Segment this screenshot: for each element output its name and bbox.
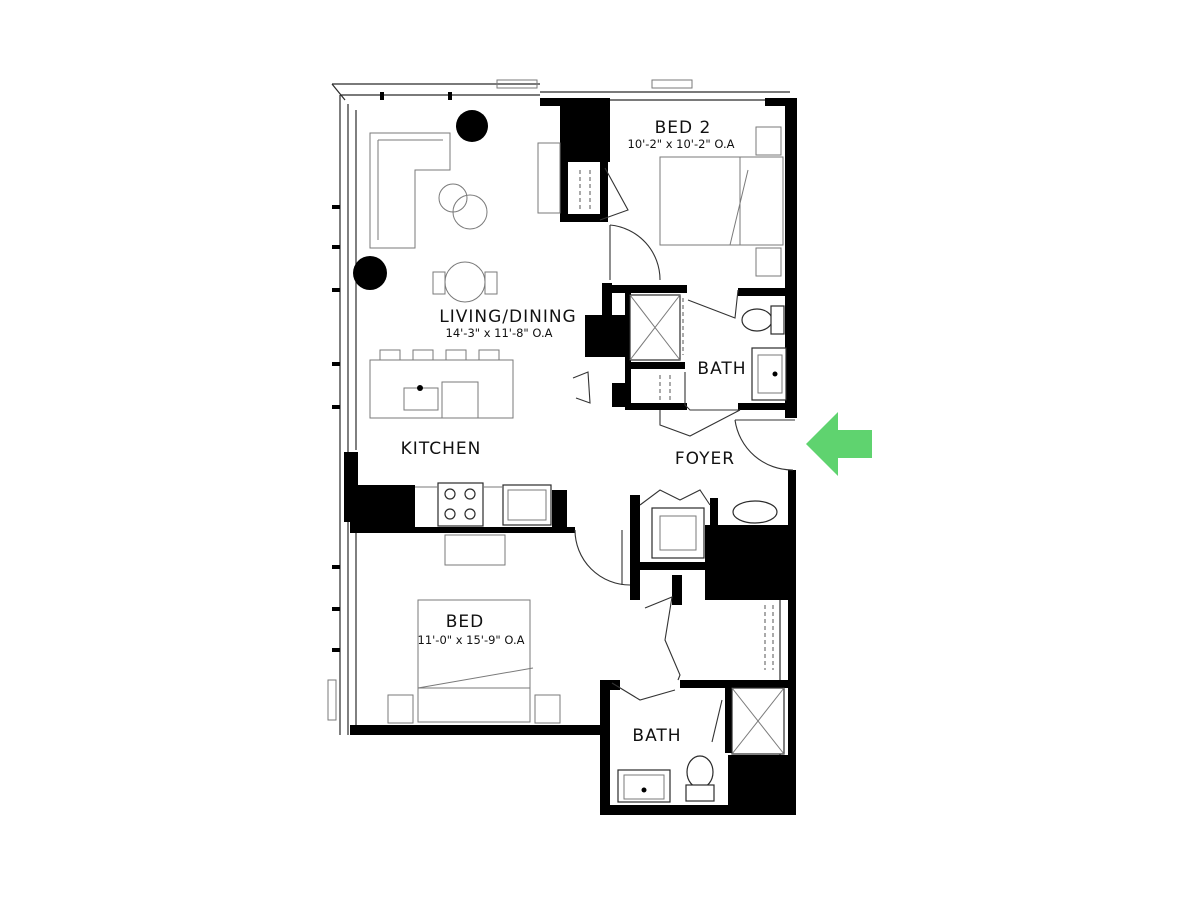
living-name: LIVING/DINING (439, 307, 576, 327)
room-labels: BED 2 10'-2" x 10'-2" O.A LIVING/DINING … (401, 118, 746, 746)
bed2-name: BED 2 (655, 118, 712, 138)
bed-name: BED (446, 612, 485, 632)
furniture (353, 110, 787, 803)
bath1-name: BATH (697, 359, 746, 379)
foyer-name: FOYER (675, 449, 735, 469)
bath2-name: BATH (632, 726, 681, 746)
kitchen-name: KITCHEN (401, 439, 482, 459)
interior-walls (350, 100, 790, 807)
bed-dims: 11'-0" x 15'-9" O.A (418, 633, 525, 647)
bed2-dims: 10'-2" x 10'-2" O.A (628, 137, 735, 151)
living-dims: 14'-3" x 11'-8" O.A (446, 326, 553, 340)
entry-arrow-icon (806, 412, 872, 476)
doors (572, 167, 795, 743)
